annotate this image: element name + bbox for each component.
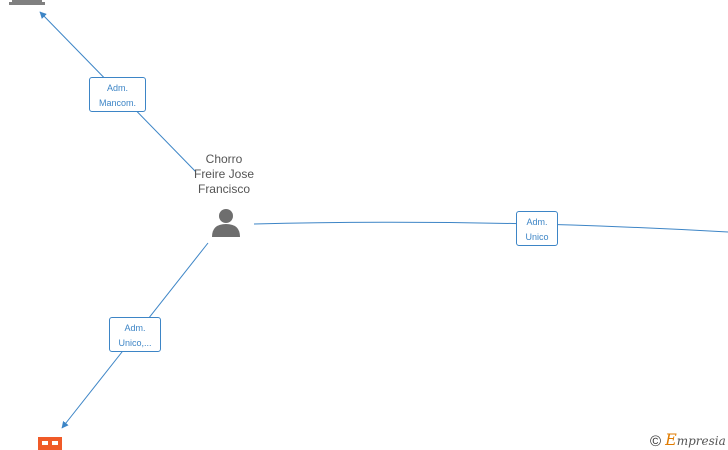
edge-label-mancom[interactable]: Adm. Mancom. xyxy=(89,77,146,112)
brand-logo-text: mpresia xyxy=(676,434,726,448)
person-name-line: Francisco xyxy=(197,182,250,196)
edge-label-unico[interactable]: Adm. Unico xyxy=(516,211,558,246)
person-name-line: Chorro xyxy=(205,152,243,166)
edge-role-line: Adm. xyxy=(526,217,548,227)
person-node[interactable] xyxy=(212,209,240,237)
building-icon xyxy=(38,437,62,450)
person-icon xyxy=(212,209,240,237)
copyright-symbol: © xyxy=(650,433,662,450)
edge-line-unico xyxy=(253,221,728,233)
empresia-watermark: ©Empresia xyxy=(650,430,726,450)
building-icon xyxy=(9,0,45,5)
company-node-top[interactable] xyxy=(9,0,45,5)
edge-role-line: Adm. xyxy=(124,323,146,333)
edge-role-line: Mancom. xyxy=(98,98,136,108)
edge-role-line: Unico,... xyxy=(118,338,152,348)
company-node-bottom[interactable] xyxy=(38,437,62,450)
edge-label-unico-multi[interactable]: Adm. Unico,... xyxy=(109,317,161,352)
person-name-label: Chorro Freire Jose Francisco xyxy=(188,152,260,197)
brand-logo-initial: E xyxy=(665,430,677,449)
edge-role-line: Adm. xyxy=(106,83,128,93)
person-name-line: Freire Jose xyxy=(193,167,255,181)
edge-role-line: Unico xyxy=(525,232,549,242)
